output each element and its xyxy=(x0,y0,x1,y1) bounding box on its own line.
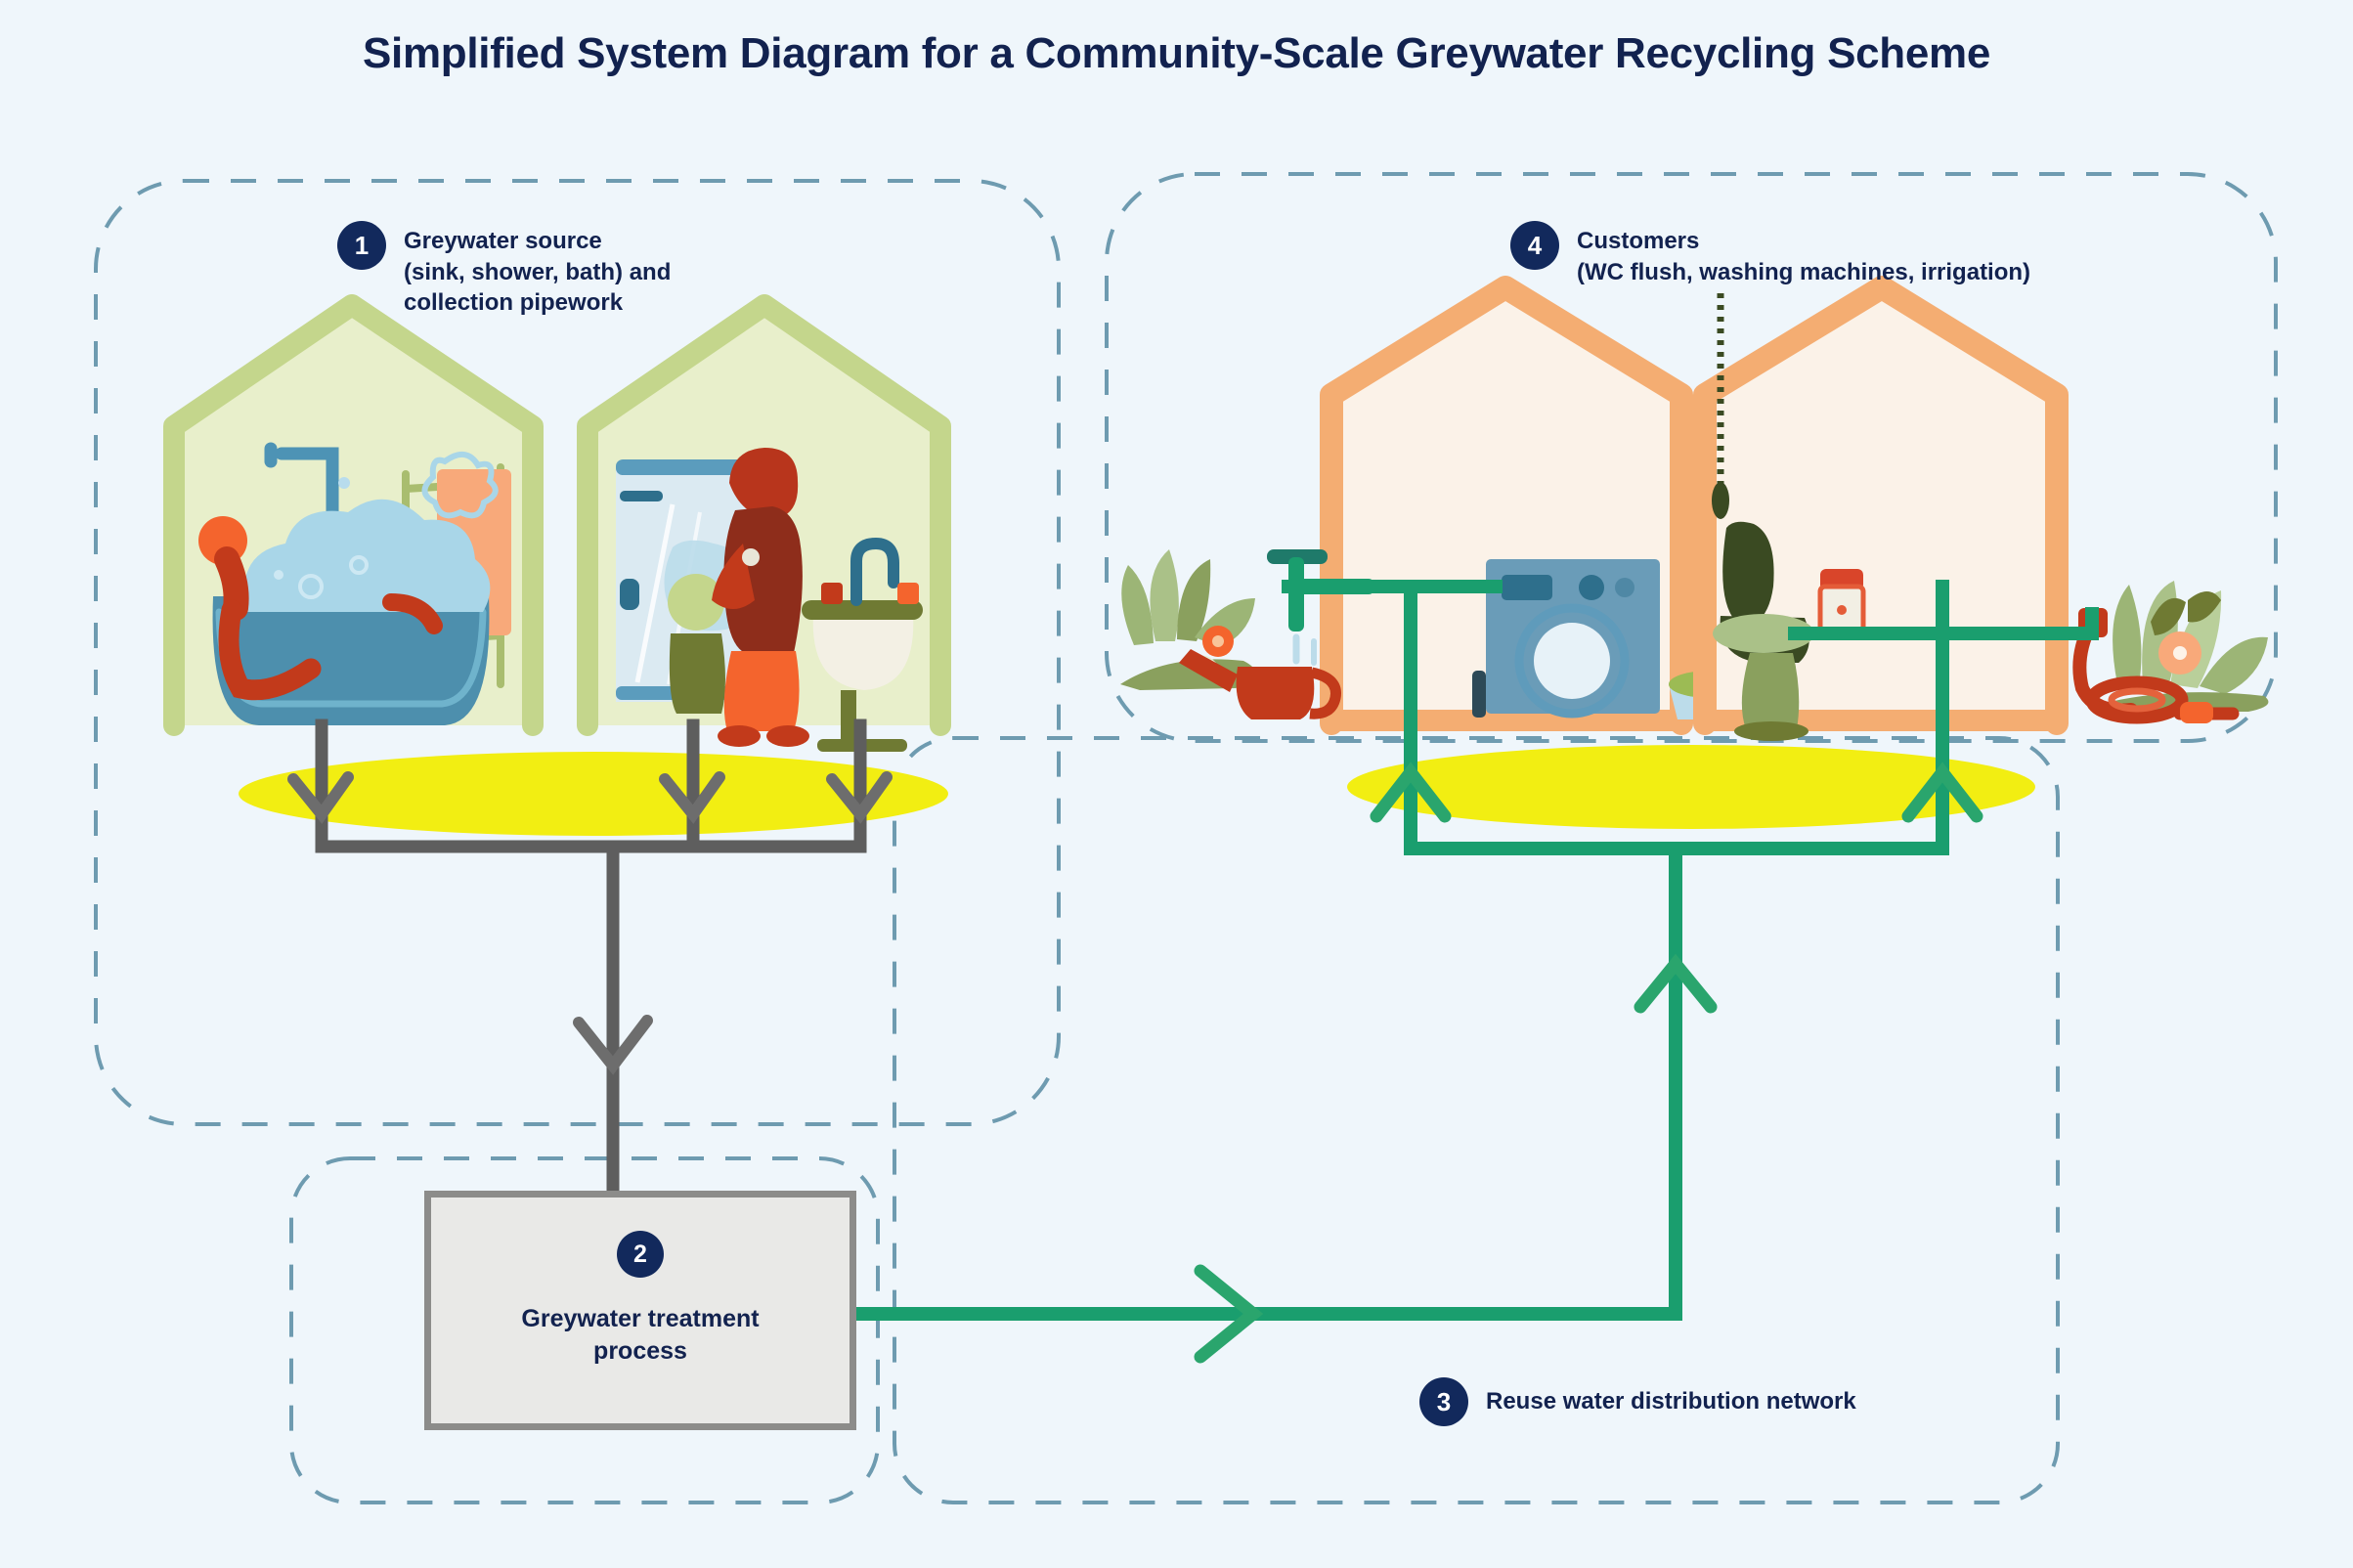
arrowhead-riser-up xyxy=(1634,953,1718,1014)
toilet-pull-chain-icon xyxy=(1712,293,1729,519)
arrowhead-to-treatment xyxy=(573,1015,653,1075)
zone-distribution xyxy=(893,736,2060,1504)
ground-layer-right xyxy=(1347,745,2035,829)
green-arrowheads xyxy=(1194,762,1983,1364)
zone-customers xyxy=(1105,172,2278,743)
step-label-greywater-source: 1 Greywater source (sink, shower, bath) … xyxy=(337,221,671,319)
house-with-sink-icon xyxy=(577,294,951,752)
ground-layer-left xyxy=(239,752,948,836)
arrowhead-sink-a-down xyxy=(659,771,725,824)
step-badge-3: 3 xyxy=(1419,1377,1468,1426)
bath-foam-icon xyxy=(243,499,491,612)
step-label-reuse-distribution: 3 Reuse water distribution network xyxy=(1419,1377,1856,1426)
soap-bubble-icon xyxy=(421,452,499,519)
step-badge-1: 1 xyxy=(337,221,386,270)
house-with-toilet-icon xyxy=(1693,276,2069,741)
adult-icon xyxy=(712,448,809,747)
step-text-3: Reuse water distribution network xyxy=(1486,1388,1856,1416)
washing-machine-icon xyxy=(1472,559,1660,719)
arrowhead-branch-left-up xyxy=(1370,762,1452,823)
arrowhead-main-right xyxy=(1194,1264,1264,1364)
arrowhead-bath-down xyxy=(287,771,354,824)
watering-can-icon xyxy=(1179,649,1341,719)
step-text-4: Customers (WC flush, washing machines, i… xyxy=(1577,228,2031,285)
zone-greywater-source xyxy=(94,179,1061,1126)
toilet-icon xyxy=(1713,521,1814,741)
grey-arrowheads xyxy=(287,771,893,1075)
step-badge-4: 4 xyxy=(1510,221,1559,270)
greywater-treatment-box: 2 Greywater treatment process xyxy=(424,1191,856,1430)
page-title: Simplified System Diagram for a Communit… xyxy=(362,29,1991,77)
garden-hose-plants-icon xyxy=(2072,581,2269,724)
child-icon xyxy=(668,574,725,714)
step-label-customers: 4 Customers (WC flush, washing machines,… xyxy=(1510,221,2030,287)
person-in-bath-icon xyxy=(198,516,443,701)
house-with-bath-icon xyxy=(163,294,544,736)
step-text-2: Greywater treatment process xyxy=(521,1305,760,1365)
arrowhead-sink-b-down xyxy=(826,771,893,824)
sink-icon xyxy=(802,537,923,752)
zone-treatment xyxy=(289,1156,880,1504)
arrowhead-branch-right-up xyxy=(1901,762,1983,823)
step-text-1: Greywater source (sink, shower, bath) an… xyxy=(404,228,672,317)
pipe-garden-feed-right xyxy=(1936,607,2099,640)
step-badge-2: 2 xyxy=(617,1231,664,1278)
